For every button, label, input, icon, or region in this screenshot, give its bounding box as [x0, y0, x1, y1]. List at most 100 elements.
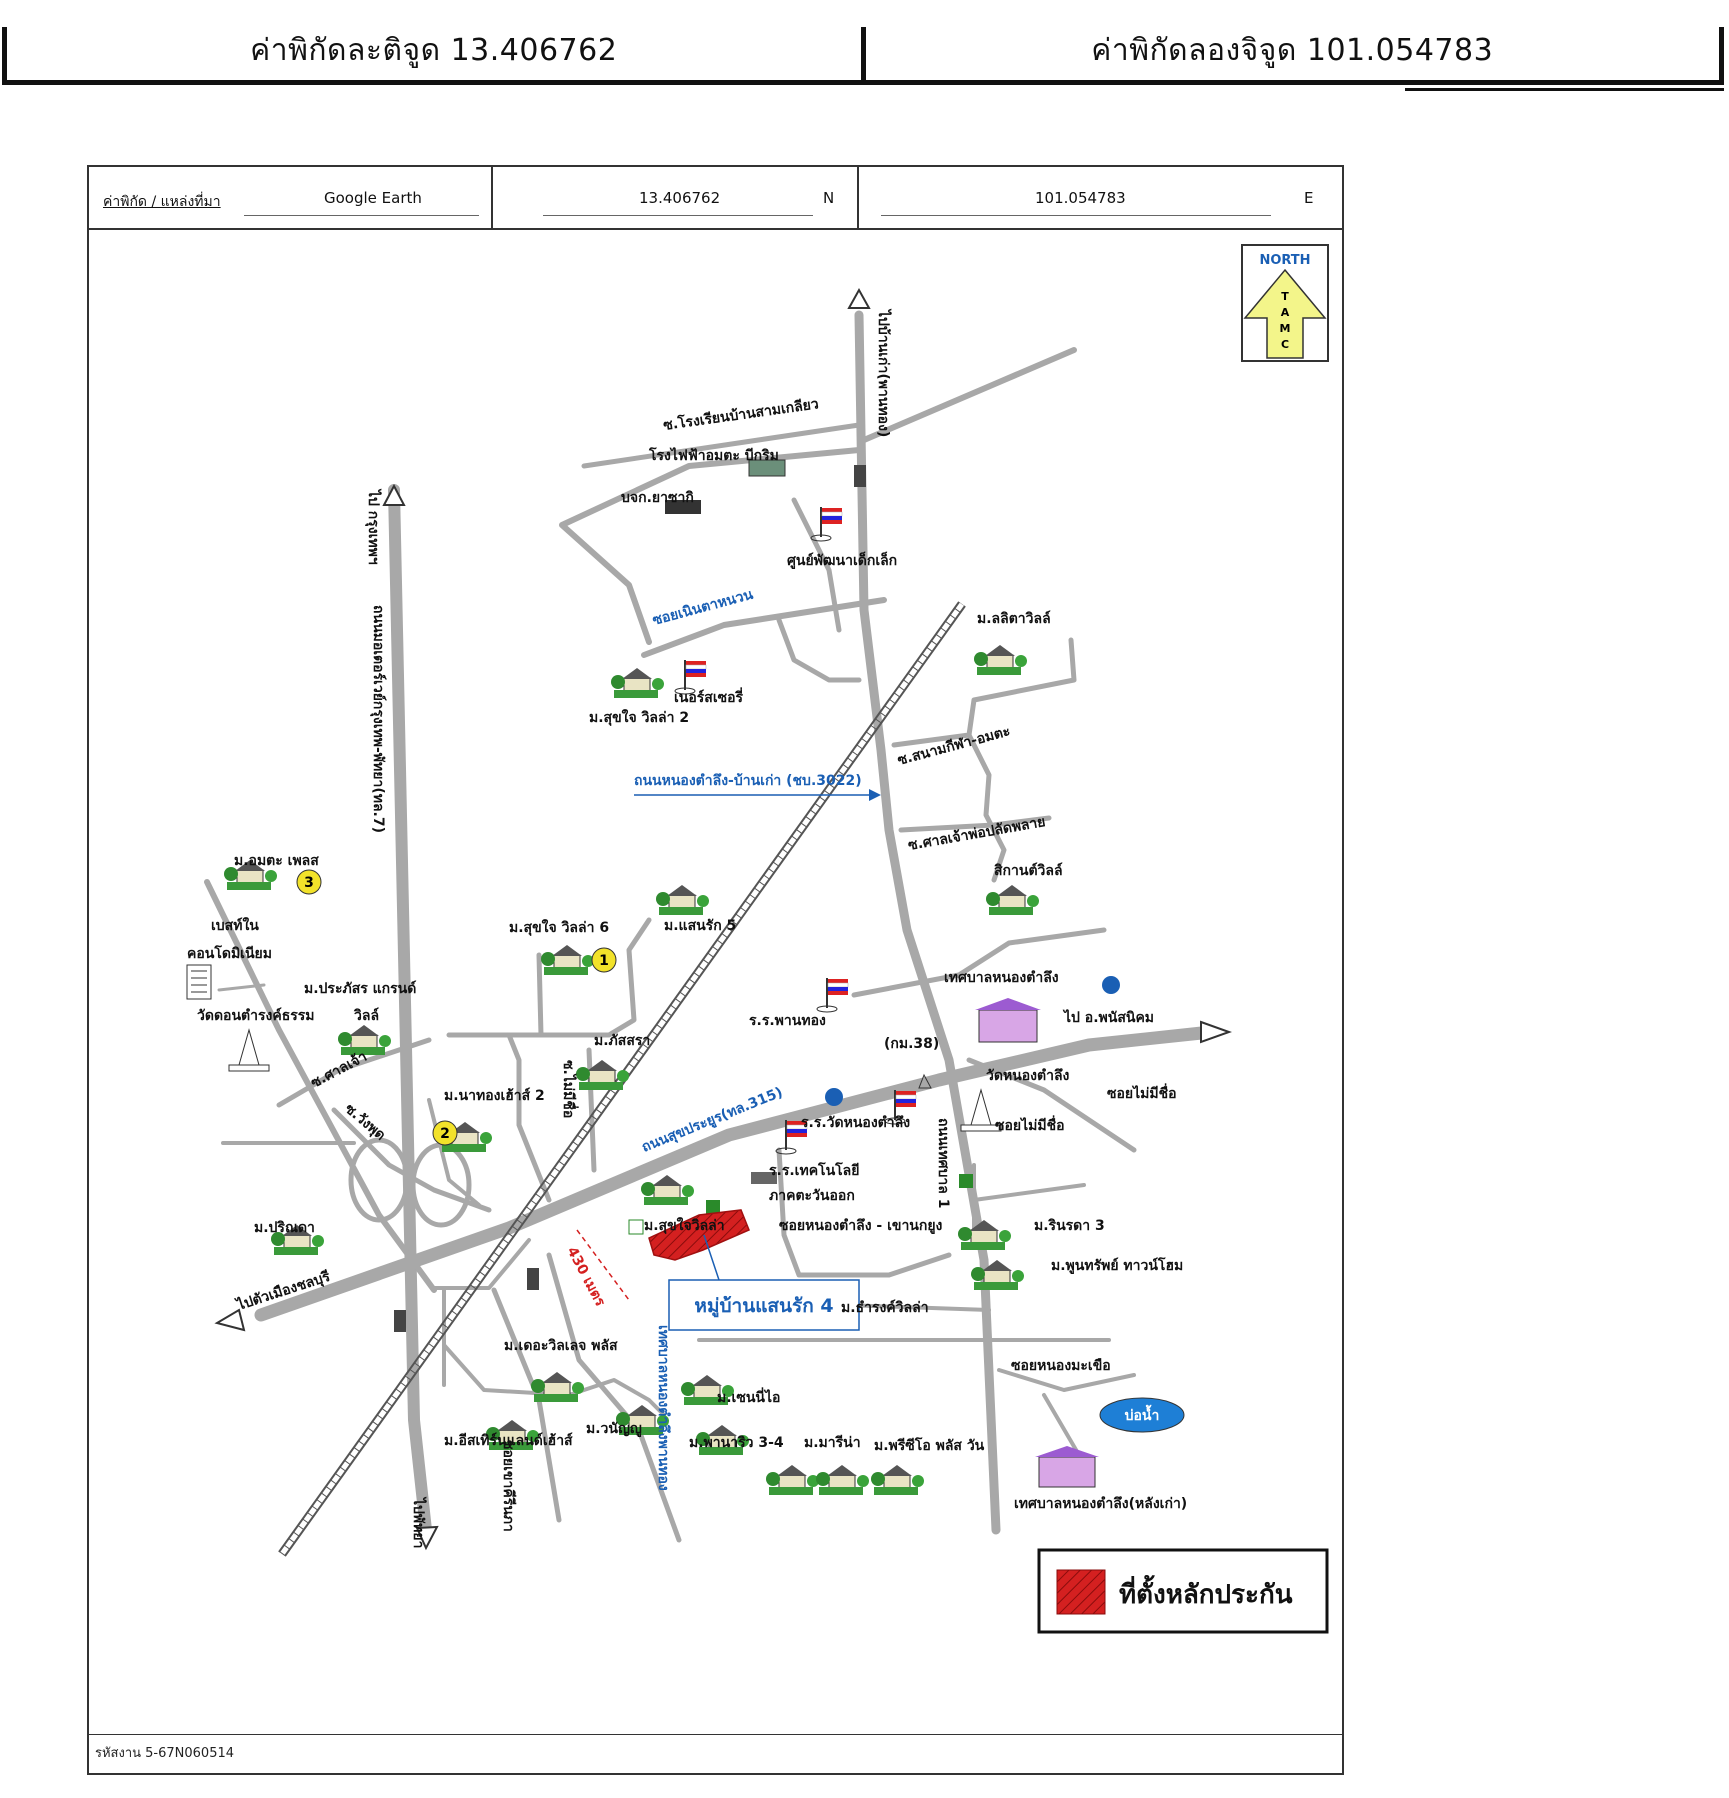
house-icon [765, 1464, 820, 1496]
source-row: ค่าพิกัด / แหล่งที่มา Google Earth 13.40… [89, 167, 1342, 230]
label-sukjai6: ม.สุขใจ วิลล่า 6 [509, 918, 609, 936]
house-icon [610, 667, 665, 699]
road-sanchao-w [276, 1037, 432, 1108]
lon-segment: 101.054783 E [857, 167, 1342, 228]
north-indicator: NORTH T A M C [1241, 244, 1329, 362]
road-sukjai6 [446, 917, 652, 1038]
target-callout-label: หมู่บ้านแสนรัก 4 [694, 1295, 833, 1318]
label-natong2: ม.นาทองเฮ้าส์ 2 [444, 1087, 545, 1104]
factory-icon [748, 459, 786, 477]
route-map: NORTH T A M C [186, 244, 1329, 1634]
road-khaokayung [776, 1147, 952, 1278]
municipality-building-icon [975, 998, 1041, 1043]
legend-swatch [1056, 1569, 1106, 1615]
road-noen-branch2 [776, 617, 862, 683]
road-motorway [388, 484, 432, 1536]
factory-icon [665, 500, 701, 514]
road-nongmakhuea [997, 1368, 1136, 1392]
label-the-village: ม.เดอะวิลเลจ พลัส [504, 1338, 618, 1354]
label-istern: ม.อีสเทิร์นแลนด์เฮ้าส์ [444, 1432, 573, 1449]
label-pond: บ่อน้ำ [1125, 1404, 1160, 1424]
label-to-pattaya: ไปพัทยา [410, 1496, 428, 1548]
longitude-text: ค่าพิกัดลองจิจูด 101.054783 [1091, 33, 1494, 68]
label-villa: วิลล์ [353, 1007, 379, 1024]
traffic-light-icon [527, 1268, 539, 1290]
road-west-diagonal [204, 879, 437, 1293]
road-east-mid [851, 927, 1107, 998]
old-municipality-building-icon [1035, 1446, 1099, 1488]
header-underline [1405, 88, 1724, 91]
label-prinda: ม.ปริณดา [254, 1220, 315, 1236]
label-sikan: สิกานต์วิลล์ [994, 862, 1063, 879]
label-tech-2: ภาคตะวันออก [769, 1188, 855, 1204]
km-marker-icon [918, 1073, 932, 1089]
road-315 [254, 1025, 1218, 1322]
label-soi-khaokayung: ซอยหนองตำลึง - เขานกยูง [779, 1217, 943, 1234]
label-sukjai-villa: ม.สุขใจวิลล่า [644, 1216, 725, 1234]
label-thetsaban1: ถนนเทศบาล 1 [935, 1118, 951, 1208]
school-bus-icon [751, 1172, 777, 1184]
road-to-old-office [1042, 1393, 1081, 1457]
traffic-light-icon [394, 1310, 406, 1332]
label-municipality: เทศบาลหนองตำลึง [944, 969, 1059, 986]
road-west-loop [559, 447, 862, 645]
label-phatsara: ม.ภัสสรา [594, 1033, 650, 1049]
legend: ที่ตั้งหลักประกัน [1037, 1548, 1329, 1634]
label-amata-place: ม.อมตะ เพลส [234, 853, 319, 869]
house-icon [985, 884, 1040, 916]
road-east-soi3 [972, 1183, 1086, 1202]
source-label: ค่าพิกัด / แหล่งที่มา [103, 194, 221, 210]
label-thamrong: ม.ธำรงค์วิลล่า [841, 1299, 929, 1316]
label-soi-sanchao: ซ.ศาลเจ้า [308, 1049, 369, 1092]
temple-icon [960, 1088, 1002, 1132]
latitude-cell: ค่าพิกัดละติจูด 13.406762 [7, 27, 861, 80]
arrow-chonburi-icon [214, 1308, 246, 1332]
coordinate-header-bar: ค่าพิกัดละติจูด 13.406762 ค่าพิกัดลองจิจ… [2, 27, 1724, 85]
north-letter-m: M [1280, 322, 1291, 335]
house-icon [540, 944, 595, 976]
road-natong [506, 1032, 552, 1203]
label-soi-mai-mee-chue-1: ซอยไม่มีชื่อ [1107, 1083, 1177, 1102]
latitude-text: ค่าพิกัดละติจูด 13.406762 [250, 33, 618, 68]
label-nursery: เนอร์สเซอรี่ [674, 687, 744, 706]
label-marina: ม.มารีน่า [804, 1435, 861, 1451]
map-symbols [186, 459, 1185, 1496]
road-sanam2 [966, 732, 1007, 883]
label-prisee: ม.พรีซีโอ พลัส วัน [874, 1436, 985, 1454]
house-icon [957, 1219, 1012, 1251]
map-labels: ไปบ้านเก่า(พานทอง) ซ.โรงเรียนบ้านสามเกลี… [187, 308, 1187, 1548]
road-sanchao-ring [432, 1238, 531, 1290]
north-letter-t: T [1281, 290, 1289, 303]
flag-icon [674, 659, 707, 695]
badge-1: 1 [599, 953, 609, 969]
house-icon [815, 1464, 870, 1496]
north-letter-a: A [1281, 306, 1290, 319]
house-icon [655, 884, 710, 916]
label-wat-don: วัดดอนตำรงค์ธรรม [197, 1007, 315, 1024]
label-to-phanat: ไป อ.พนัสนิคม [1062, 1008, 1154, 1026]
house-icon [640, 1174, 695, 1206]
store-icon [706, 1200, 720, 1214]
job-code: รหัสงาน 5-67N060514 [95, 1746, 235, 1761]
road-soi-school [581, 422, 862, 469]
road-soi-noen [641, 597, 887, 658]
house-icon [575, 1059, 630, 1091]
label-to-bangkok: ไป กรุงเทพฯ [365, 488, 383, 565]
north-letter-c: C [1281, 338, 1289, 351]
target-parcel-shape [648, 1209, 750, 1261]
longitude-cell: ค่าพิกัดลองจิจูด 101.054783 [860, 27, 1720, 80]
arrow-phanat-icon [1200, 1020, 1232, 1044]
condo-building-icon [186, 964, 212, 1000]
gas-station-icon [825, 976, 1120, 1106]
label-distance: 430 เมตร [563, 1244, 608, 1309]
label-wat-nongtamlueng: วัดหนองตำลึง [986, 1067, 1070, 1084]
label-km38: (กม.38) [884, 1036, 939, 1052]
distance-indicator [576, 1229, 630, 1301]
label-wanchai: ม.วนัญญู [586, 1421, 642, 1437]
store-icon [628, 1219, 644, 1235]
target-callout-box [668, 1279, 860, 1331]
label-phanarin: ม.พานาริว 3-4 [689, 1435, 784, 1451]
road-sanchao [898, 815, 1052, 833]
label-child-center: ศูนย์พัฒนาเด็กเล็ก [787, 551, 897, 569]
label-soi-mai-mee-chue-2: ซอยไม่มีชื่อ [995, 1115, 1065, 1134]
